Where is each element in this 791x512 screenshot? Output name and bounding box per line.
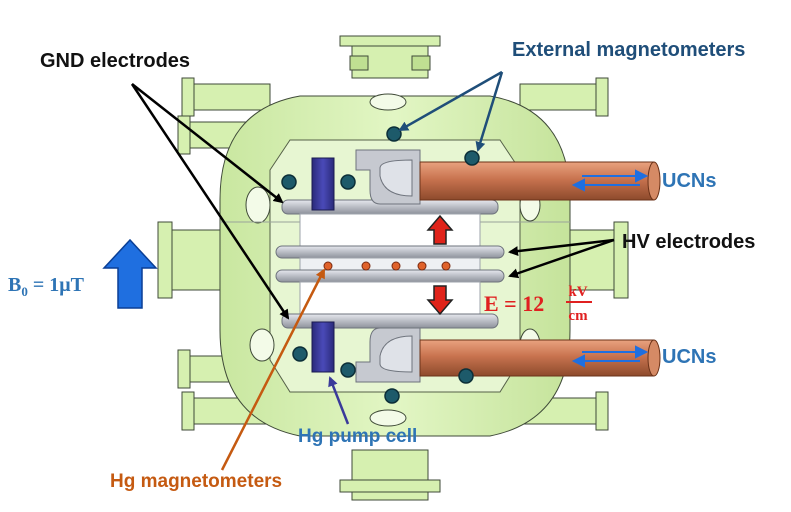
label-gnd-electrodes: GND electrodes — [40, 50, 190, 72]
guide-elbows — [355, 149, 421, 383]
e-field-arrow-down — [426, 285, 454, 316]
label-hg-pump-cell: Hg pump cell — [298, 426, 417, 447]
ucn-guide-bottom-end — [647, 339, 661, 377]
hv-callout-lines — [508, 238, 615, 279]
label-b0: B0 = 1μT — [8, 274, 85, 299]
hv-electrode-lower — [275, 269, 505, 283]
b0-field-arrow — [102, 238, 158, 309]
ucn-flow-arrows — [571, 169, 649, 368]
label-e-field-denominator: cm — [568, 308, 588, 324]
cell-lower — [299, 281, 481, 315]
label-e-field-numerator: kV — [568, 284, 587, 300]
label-e-field: E = 12 — [484, 291, 544, 316]
external-magnetometer-callout-lines — [398, 70, 504, 152]
electrode-stack — [275, 199, 505, 329]
label-ucns-top: UCNs — [662, 170, 716, 192]
e-field-arrows — [426, 214, 454, 316]
pump-cell-callout-line — [328, 376, 350, 425]
external-magnetometer-markers — [281, 126, 480, 404]
hv-electrode-upper — [275, 245, 505, 259]
label-hv-electrodes: HV electrodes — [622, 231, 755, 253]
hg-pump-cell-bottom — [311, 321, 335, 373]
hg-pump-cell-top — [311, 157, 335, 211]
label-ucns-bottom: UCNs — [662, 346, 716, 368]
ucn-guide-top — [419, 161, 655, 201]
cell-upper — [299, 213, 481, 247]
hg-magnetometer-callout-line — [220, 268, 326, 471]
hg-magnetometer-dots — [323, 261, 451, 271]
gnd-callout-lines — [130, 83, 290, 320]
ucn-guide-bottom — [419, 339, 655, 377]
e-field-arrow-up — [426, 214, 454, 245]
ucn-guide-top-end — [647, 161, 661, 201]
label-hg-magnetometers: Hg magnetometers — [110, 471, 282, 492]
label-external-magnetometers: External magnetometers — [512, 39, 745, 61]
